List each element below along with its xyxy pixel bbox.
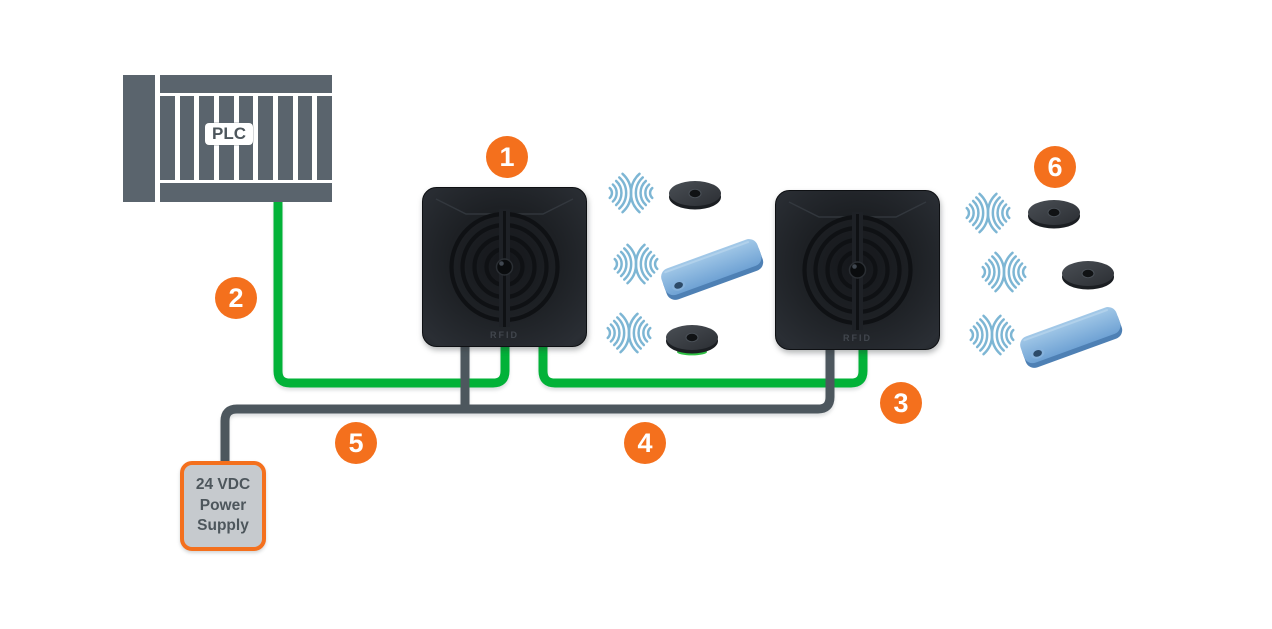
rfid-reader-1: RFID bbox=[422, 187, 587, 347]
callout-6: 6 bbox=[1034, 146, 1076, 188]
callout-2: 2 bbox=[215, 277, 257, 319]
callout-1: 1 bbox=[486, 136, 528, 178]
rf-waves-icon bbox=[977, 251, 1031, 293]
power-cable-supply-to-reader-2 bbox=[220, 342, 835, 462]
rf-waves-icon bbox=[961, 192, 1015, 234]
power-supply-box: 24 VDC Power Supply bbox=[180, 461, 266, 551]
reader-brand-text: RFID bbox=[843, 333, 872, 343]
rf-waves-icon bbox=[965, 314, 1019, 356]
center-lens bbox=[848, 261, 867, 279]
plc-module: PLC bbox=[123, 75, 333, 202]
rf-waves-icon bbox=[602, 312, 656, 354]
disc-tag bbox=[1058, 254, 1118, 294]
callout-4: 4 bbox=[624, 422, 666, 464]
power-supply-line-1: 24 VDC bbox=[195, 476, 251, 494]
card-tag bbox=[655, 232, 770, 307]
lens-highlight bbox=[499, 261, 504, 266]
plc-io-slots bbox=[160, 96, 333, 180]
rfid-reader-2: RFID bbox=[775, 190, 940, 350]
plc-label: PLC bbox=[205, 123, 253, 145]
center-lens bbox=[495, 258, 514, 276]
network-cable-plc-to-reader-1 bbox=[273, 202, 510, 388]
power-supply-line-3: Supply bbox=[197, 517, 249, 535]
plc-cpu-block bbox=[123, 75, 155, 202]
rf-waves-icon bbox=[604, 172, 658, 214]
plc-rack-bottom-rail bbox=[160, 183, 332, 202]
lens-highlight bbox=[852, 264, 857, 269]
power-supply-line-2: Power bbox=[199, 496, 247, 514]
card-tag bbox=[1014, 300, 1129, 375]
plc-rack-top-rail bbox=[160, 75, 332, 93]
disc-tag bbox=[1024, 193, 1084, 233]
reader-brand-text: RFID bbox=[490, 330, 519, 340]
network-cable-reader-1-to-reader-2 bbox=[538, 340, 868, 388]
disc-tag-green-base bbox=[662, 318, 722, 358]
callout-5: 5 bbox=[335, 422, 377, 464]
callout-3: 3 bbox=[880, 382, 922, 424]
disc-tag bbox=[665, 174, 725, 214]
